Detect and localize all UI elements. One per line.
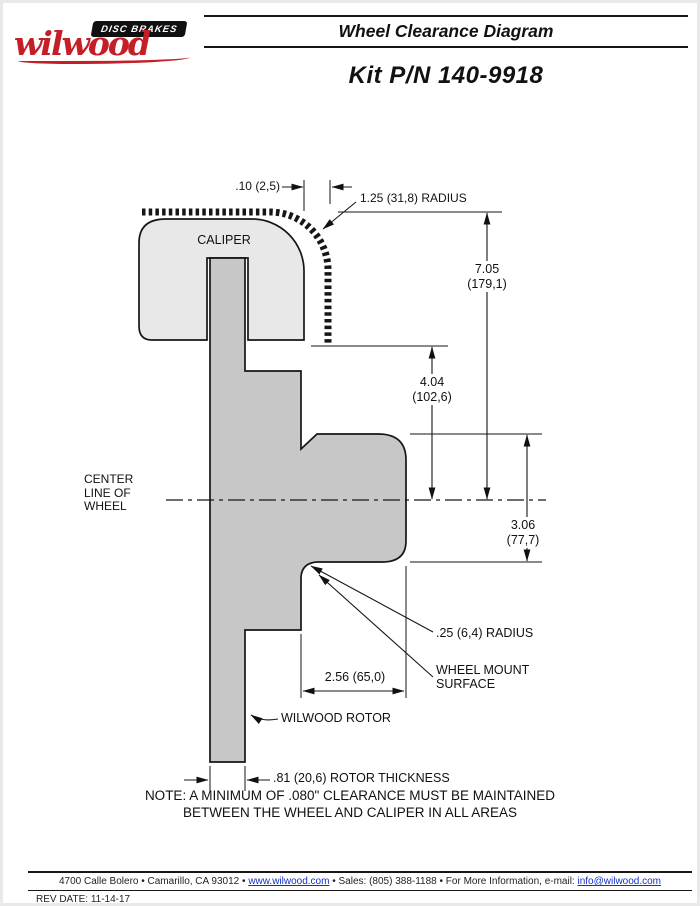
wheel-mount-surface-line: WHEEL MOUNT <box>436 663 530 677</box>
rev-date: REV DATE: 11-14-17 <box>36 894 131 905</box>
dim-value-line: (179,1) <box>467 276 507 291</box>
footer-email-link[interactable]: info@wilwood.com <box>577 876 662 887</box>
rotor-thickness-label: .81 (20,6) ROTOR THICKNESS <box>273 771 450 785</box>
clearance-note-line: BETWEEN THE WHEEL AND CALIPER IN ALL ARE… <box>182 805 518 820</box>
dim-value-line: 3.06 <box>510 518 536 532</box>
centerline-label-line: LINE OF <box>84 485 131 500</box>
page-title: Wheel Clearance Diagram <box>338 21 554 41</box>
clearance-note: NOTE: A MINIMUM OF .080" CLEARANCE MUST … <box>50 787 650 821</box>
dim-value-line: 4.04 <box>419 375 445 389</box>
dim-low-label: 3.06 (77,7) <box>494 517 552 548</box>
centerline-label-line: WHEEL <box>84 499 127 513</box>
dim-value-line: (77,7) <box>506 532 540 547</box>
footer-rule-bottom <box>28 890 692 891</box>
brand-logo: DISC BRAKES wilwood <box>14 16 209 70</box>
caliper-label: CALIPER <box>197 233 251 247</box>
radius-low-label: .25 (6,4) RADIUS <box>436 626 534 640</box>
header-rule-top <box>204 15 688 17</box>
wilwood-rotor-label: WILWOOD ROTOR <box>281 711 391 725</box>
logo-underline-swoosh <box>18 54 190 64</box>
dim-mount-width-label: 2.56 (65,0) <box>324 670 386 684</box>
footer-sales: • Sales: (805) 388-1188 • For More Infor… <box>332 876 575 887</box>
footer-info: 4700 Calle Bolero • Camarillo, CA 93012 … <box>28 876 692 887</box>
header-rule-bottom <box>204 46 688 48</box>
kit-number: Kit P/N 140-9918 <box>348 62 544 89</box>
dim-value-line: 7.05 <box>474 262 500 276</box>
wheel-mount-surface-label: WHEEL MOUNT SURFACE <box>436 663 529 691</box>
footer-site-link[interactable]: www.wilwood.com <box>248 876 330 887</box>
footer-rule-top <box>28 871 692 873</box>
caliper-shape <box>138 218 305 341</box>
rotor-hat-shape <box>209 257 407 763</box>
dim-gap-label: .10 (2,5) <box>235 179 280 193</box>
dim-value-line: (102,6) <box>412 389 452 404</box>
footer-address: 4700 Calle Bolero • Camarillo, CA 93012 … <box>58 876 246 887</box>
centerline-label-line: CENTER <box>84 472 134 486</box>
radius-top-label: 1.25 (31,8) RADIUS <box>360 191 467 205</box>
leader-lines <box>250 201 434 725</box>
dim-mid-label: 4.04 (102,6) <box>403 374 461 405</box>
clearance-note-line: NOTE: A MINIMUM OF .080" CLEARANCE MUST … <box>144 788 556 803</box>
dim-total-label: 7.05 (179,1) <box>458 261 516 292</box>
wheel-envelope-line <box>142 208 332 344</box>
wheel-mount-surface-line: SURFACE <box>436 677 496 691</box>
centerline-label: CENTER LINE OF WHEEL <box>84 472 134 514</box>
